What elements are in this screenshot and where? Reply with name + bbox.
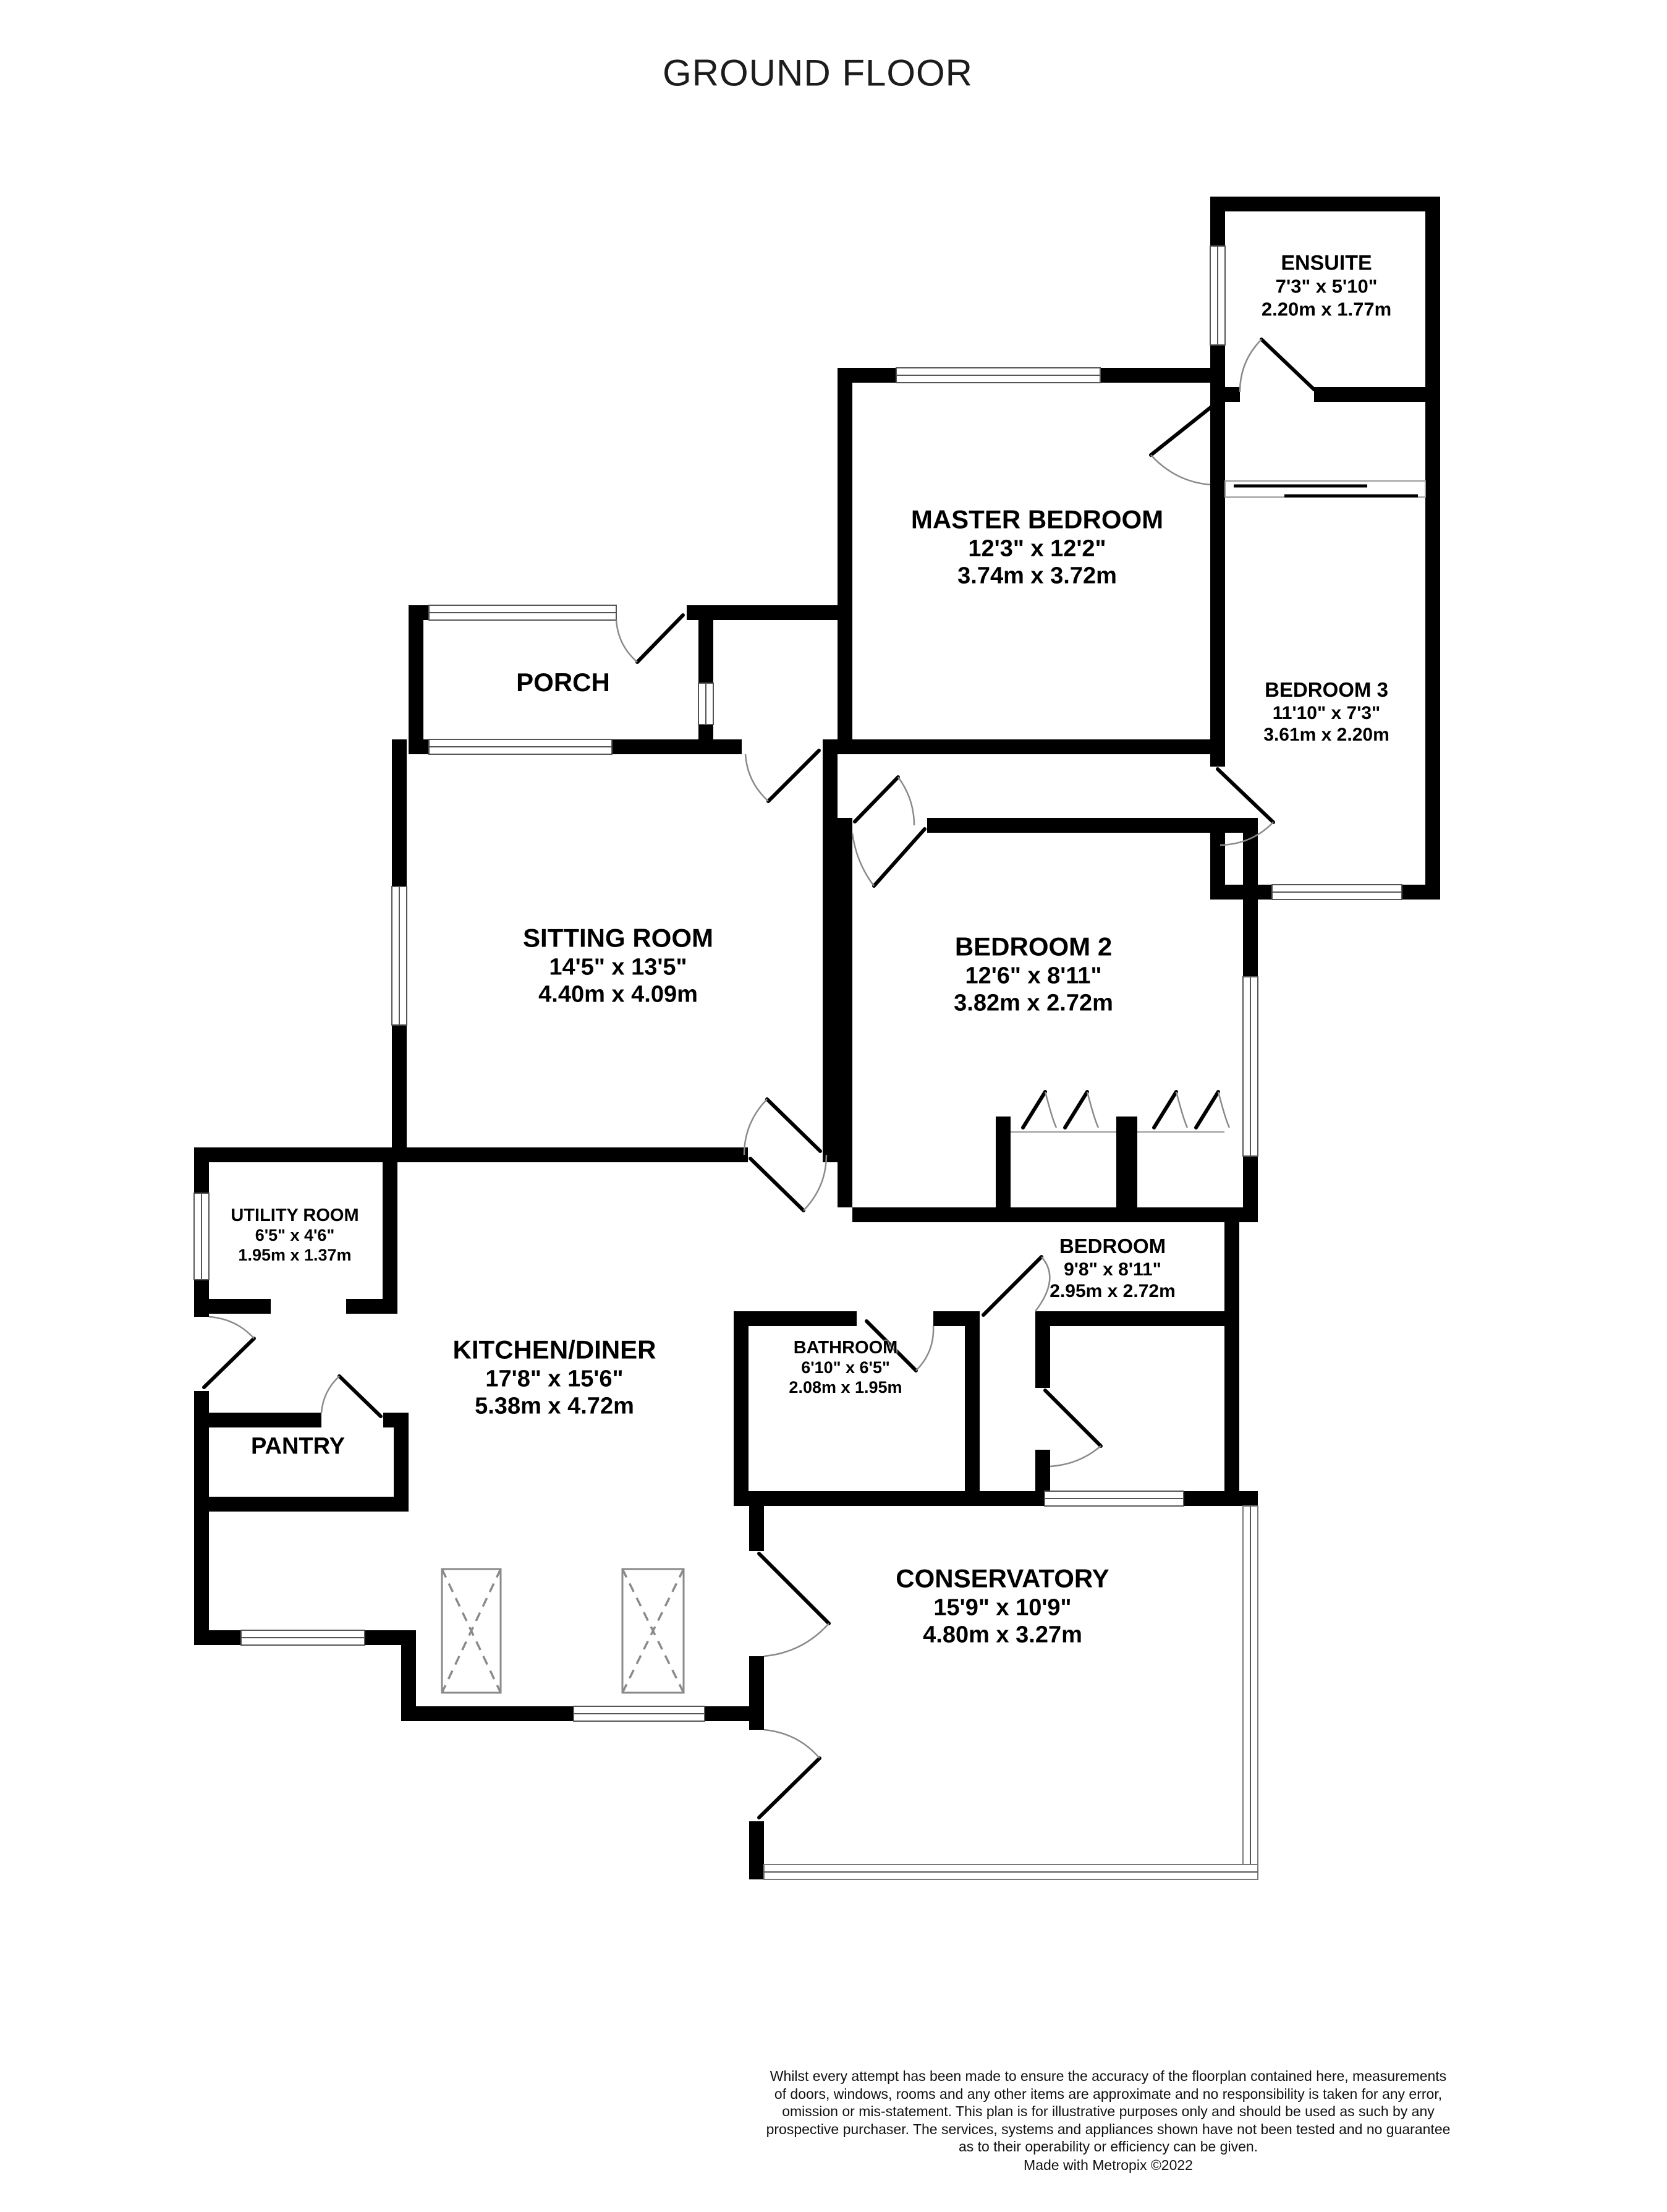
room-dims-ft: 6'5" x 4'6" [255, 1226, 335, 1245]
door-conservatory-garden [757, 1729, 821, 1819]
room-name: MASTER BEDROOM [910, 504, 1164, 534]
window-sitting-room-left [391, 886, 407, 1026]
room-dims-m: 2.20m x 1.77m [1261, 298, 1392, 320]
room-dims-ft: 15'9" x 10'9" [933, 1594, 1072, 1620]
window-porch-inner [428, 739, 613, 755]
room-name: PANTRY [251, 1433, 345, 1460]
window-bedroom-bottom [1044, 1491, 1184, 1507]
skylight-icons [441, 1568, 685, 1694]
room-label-pantry: PANTRY [251, 1433, 345, 1461]
window-ensuite-left [1210, 245, 1226, 346]
door-porch-front [615, 613, 685, 664]
room-dims-m: 3.82m x 2.72m [954, 990, 1113, 1016]
conservatory-glass-right [1242, 1505, 1258, 1880]
sliding-door-wardrobe [1224, 480, 1426, 498]
room-dims-m: 1.95m x 1.37m [238, 1246, 352, 1265]
room-name: PORCH [516, 668, 610, 697]
disclaimer-text: Whilst every attempt has been made to en… [766, 2068, 1451, 2155]
room-label-bedroom-2: BEDROOM 2 12'6" x 8'11" 3.82m x 2.72m [954, 931, 1113, 1017]
bifold-closets [1011, 1090, 1231, 1133]
room-name: UTILITY ROOM [231, 1206, 359, 1226]
credit-text: Made with Metropix ©2022 [1024, 2156, 1193, 2173]
room-dims-ft: 17'8" x 15'6" [485, 1365, 624, 1392]
page-title: GROUND FLOOR [662, 52, 973, 94]
skylight-icon [441, 1568, 502, 1694]
room-dims-m: 4.80m x 3.27m [923, 1622, 1082, 1648]
door-bathroom [865, 1319, 935, 1372]
window-porch-top [428, 605, 617, 621]
room-name: CONSERVATORY [896, 1563, 1109, 1593]
room-name: BATHROOM [793, 1338, 898, 1358]
room-dims-m: 5.38m x 4.72m [475, 1393, 634, 1419]
room-dims-ft: 12'6" x 8'11" [965, 962, 1102, 989]
room-dims-ft: 11'10" x 7'3" [1272, 703, 1381, 724]
door-back [202, 1316, 256, 1389]
room-label-bathroom: BATHROOM 6'10" x 6'5" 2.08m x 1.95m [789, 1337, 902, 1398]
window-kitchen-bottom-left [240, 1630, 365, 1646]
walls [194, 197, 1440, 1879]
room-dims-ft: 7'3" x 5'10" [1275, 275, 1378, 297]
room-dims-ft: 6'10" x 6'5" [801, 1358, 890, 1377]
window-kitchen-bottom [573, 1706, 705, 1722]
windows [193, 245, 1402, 1880]
door-master-bedroom [1149, 400, 1219, 486]
room-dims-ft: 12'3" x 12'2" [968, 535, 1106, 561]
room-name: ENSUITE [1281, 251, 1372, 275]
window-utility-left [193, 1193, 210, 1280]
room-dims-m: 2.95m x 2.72m [1050, 1281, 1176, 1302]
room-label-conservatory: CONSERVATORY 15'9" x 10'9" 4.80m x 3.27m [896, 1563, 1109, 1649]
room-name: SITTING ROOM [523, 923, 713, 953]
window-bedroom-3-bottom [1271, 884, 1402, 900]
skylight-icon [621, 1568, 685, 1694]
footer: Whilst every attempt has been made to en… [700, 2067, 1516, 2174]
room-dims-m: 3.61m x 2.20m [1263, 725, 1389, 746]
door-sitting-room-kitchen [743, 1097, 828, 1212]
door-bedroom-2 [851, 775, 927, 888]
doors [202, 338, 1316, 1819]
room-dims-ft: 14'5" x 13'5" [549, 953, 687, 980]
door-kitchen-conservatory [757, 1552, 831, 1657]
room-dims-ft: 9'8" x 8'11" [1064, 1259, 1161, 1280]
window-master-bedroom-top [896, 367, 1101, 383]
room-name: BEDROOM [1059, 1235, 1166, 1258]
door-hall-sitting-room [744, 749, 821, 803]
room-name: BEDROOM 2 [954, 932, 1113, 961]
window-porch-right [698, 683, 714, 725]
door-bedroom [1043, 1389, 1103, 1468]
door-inner-hall [982, 1255, 1051, 1317]
room-label-ensuite: ENSUITE 7'3" x 5'10" 2.20m x 1.77m [1262, 250, 1391, 320]
room-label-sitting-room: SITTING ROOM 14'5" x 13'5" 4.40m x 4.09m [523, 922, 713, 1008]
room-dims-m: 2.08m x 1.95m [789, 1378, 902, 1397]
room-label-master-bedroom: MASTER BEDROOM 12'3" x 12'2" 3.74m x 3.7… [911, 504, 1163, 590]
room-name: BEDROOM 3 [1265, 678, 1388, 702]
room-label-porch: PORCH [516, 667, 610, 698]
room-dims-m: 4.40m x 4.09m [538, 981, 698, 1008]
conservatory-glass-bottom [763, 1864, 1258, 1880]
room-label-utility-room: UTILITY ROOM 6'5" x 4'6" 1.95m x 1.37m [231, 1205, 358, 1266]
door-ensuite [1239, 338, 1316, 393]
room-label-bedroom: BEDROOM 9'8" x 8'11" 2.95m x 2.72m [1050, 1235, 1175, 1303]
room-label-kitchen-diner: KITCHEN/DINER 17'8" x 15'6" 5.38m x 4.72… [452, 1334, 656, 1420]
window-bedroom-2-right [1242, 976, 1258, 1157]
door-bedroom-3 [1216, 767, 1275, 846]
room-name: KITCHEN/DINER [452, 1335, 656, 1364]
door-pantry [320, 1374, 383, 1418]
room-dims-m: 3.74m x 3.72m [957, 563, 1117, 589]
room-label-bedroom-3: BEDROOM 3 11'10" x 7'3" 3.61m x 2.20m [1263, 678, 1389, 746]
